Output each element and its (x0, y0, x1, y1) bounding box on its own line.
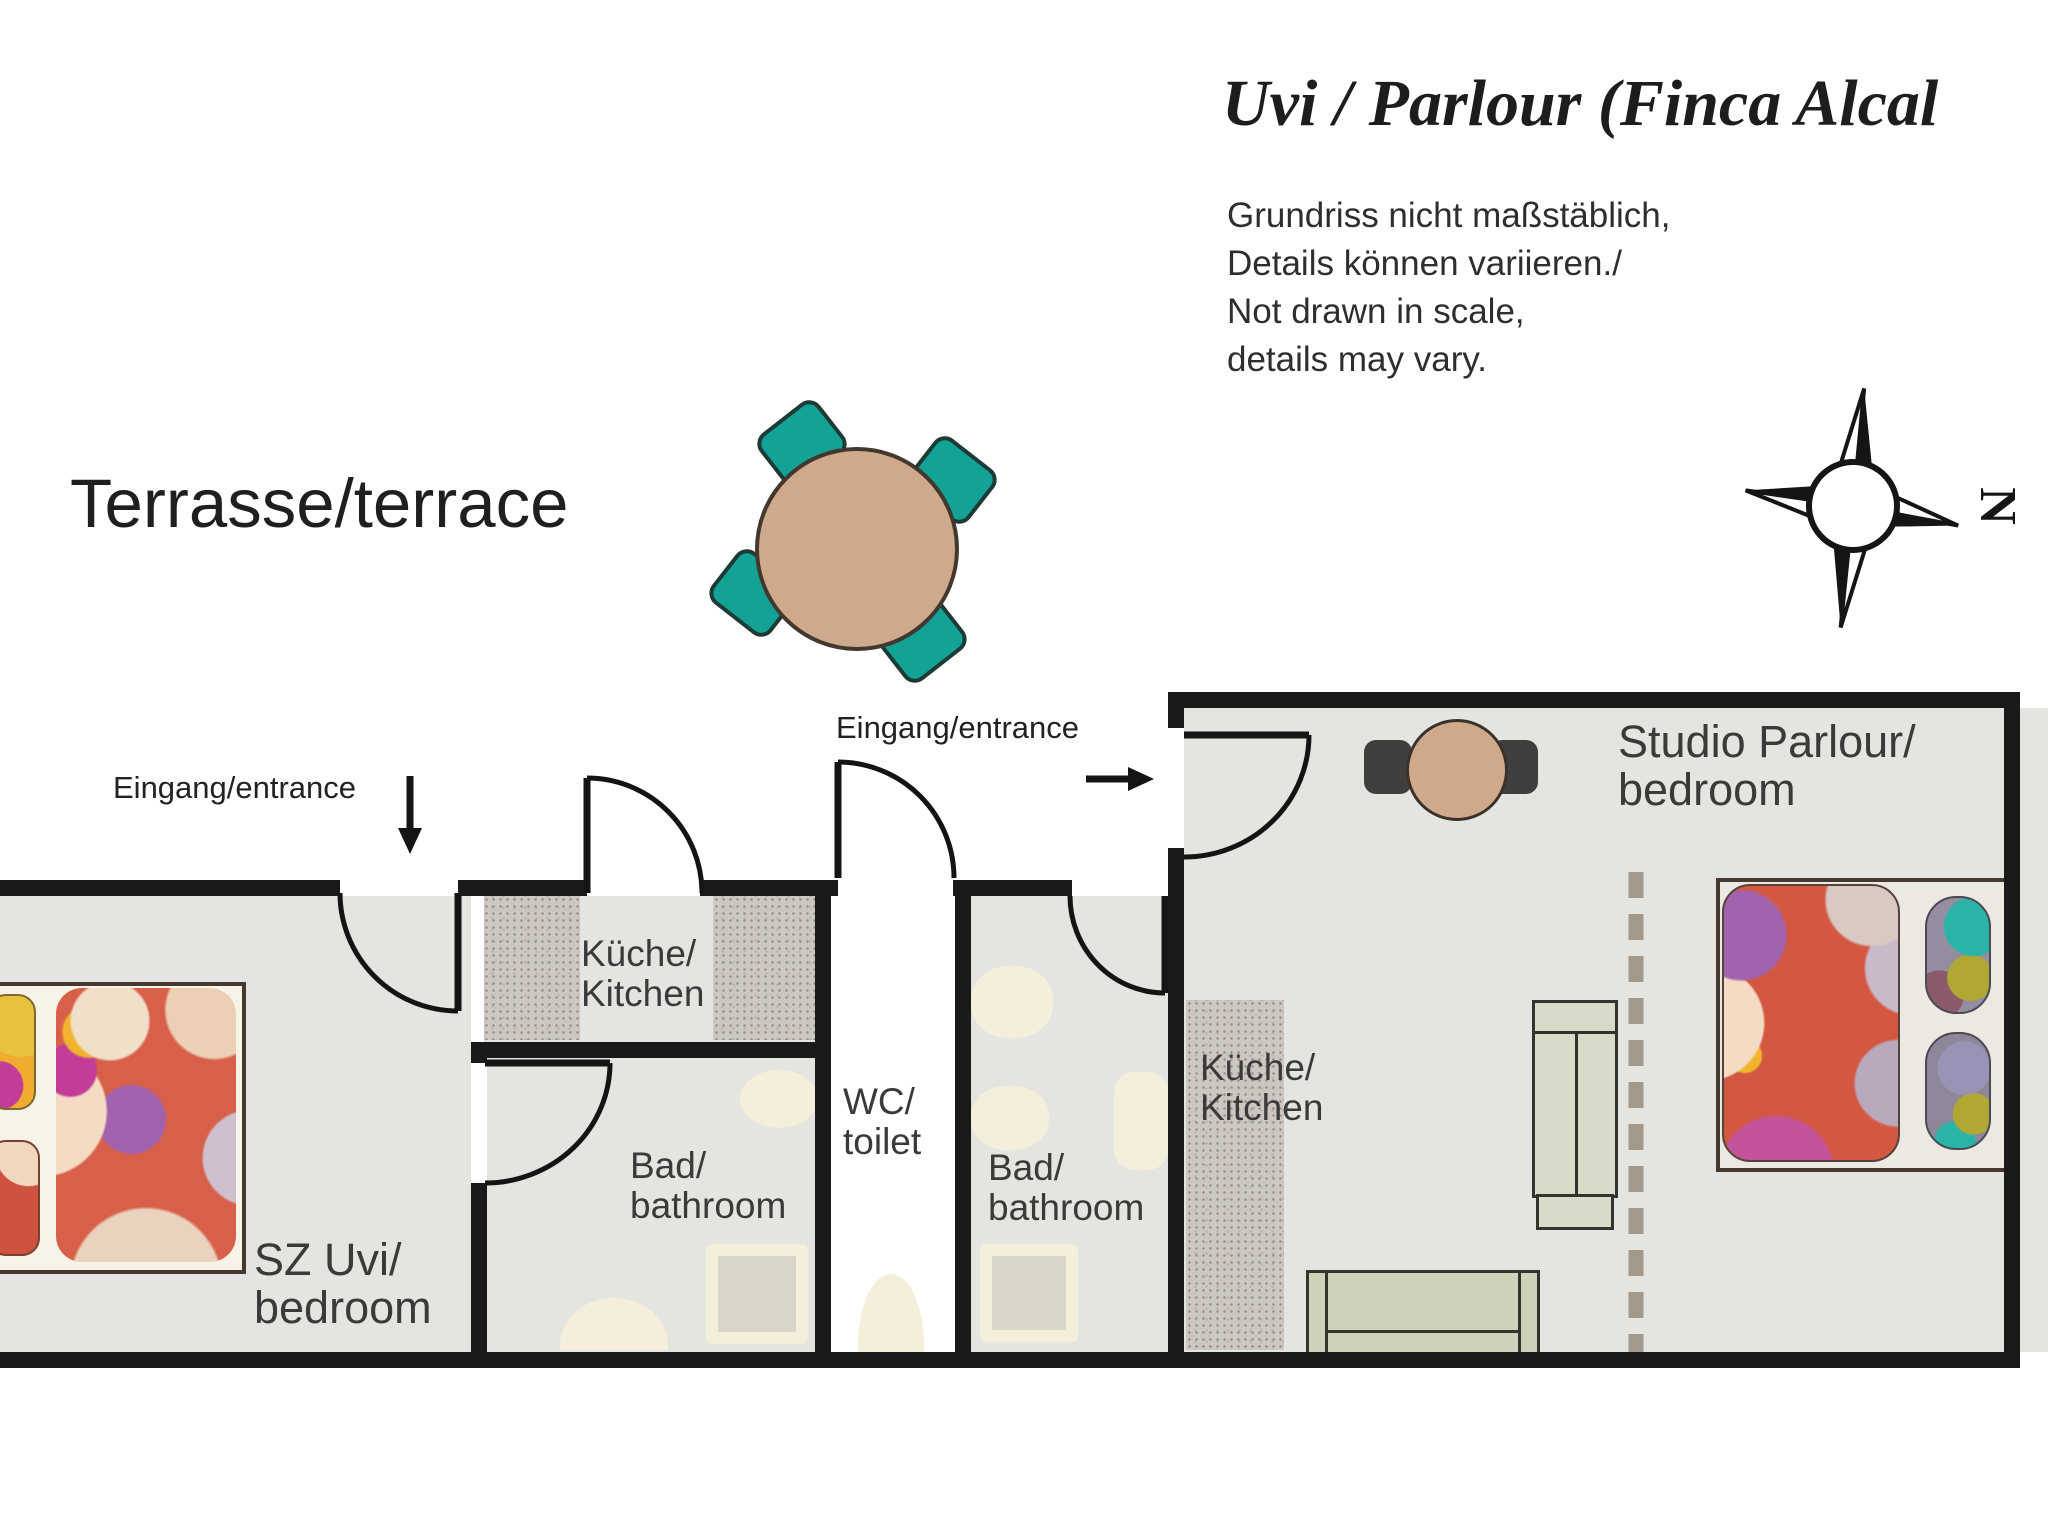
compass-north-label: N (1969, 487, 2026, 525)
wall (953, 880, 1072, 896)
sink (971, 966, 1053, 1038)
disclaimer-line: details may vary. (1227, 340, 1487, 379)
compass-rose: N (1744, 387, 2026, 629)
room-label-bathroom-right: Bad/ bathroom (988, 1148, 1144, 1228)
kitchen-left-counter (483, 896, 580, 1040)
studio-chair (1364, 740, 1412, 794)
room-label-line: Studio Parlour/ (1618, 716, 1916, 767)
wall (815, 896, 831, 1352)
room-label-kitchen-studio: Küche/ Kitchen (1200, 1048, 1323, 1128)
shower (980, 1244, 1078, 1342)
room-label-bathroom-left: Bad/ bathroom (630, 1146, 786, 1226)
room-label-line: Küche/ (581, 933, 697, 974)
wall (700, 880, 838, 896)
shower-tray (992, 1256, 1066, 1330)
door-swing-arc (837, 759, 957, 879)
east-floor-strip (2020, 708, 2048, 1352)
sofa (1306, 1270, 1540, 1360)
room-label-line: Bad/ (630, 1145, 707, 1186)
disclaimer-text: Grundriss nicht maßstäblich, Details kön… (1227, 192, 1670, 384)
sink (971, 1086, 1049, 1150)
bathroom-unit (1114, 1072, 1168, 1170)
room-label-line: bathroom (988, 1187, 1145, 1228)
kitchen-left-counter (713, 896, 815, 1040)
toilet (858, 1274, 924, 1352)
entrance-label-right: Eingang/entrance (836, 710, 1080, 745)
wall (1168, 848, 1184, 1352)
wall (1168, 692, 2020, 708)
sink (740, 1070, 818, 1128)
room-label-line: WC/ (843, 1081, 915, 1122)
room-label-line: Küche/ (1200, 1047, 1316, 1088)
kitchen-studio-counter (1186, 1000, 1284, 1350)
room-label-line: Kitchen (581, 973, 705, 1014)
bed-studio-pillow (1925, 896, 1991, 1014)
shower-tray (718, 1256, 796, 1332)
room-label-line: SZ Uvi/ (254, 1234, 402, 1285)
wall (471, 1042, 820, 1058)
disclaimer-line: Details können variieren./ (1227, 244, 1622, 283)
wall (1168, 692, 1184, 728)
entrance-arrow-right-head (1128, 767, 1154, 791)
entrance-arrow-down-head (398, 828, 422, 854)
room-label-line: bathroom (630, 1185, 787, 1226)
room-label-kitchen-left: Küche/ Kitchen (581, 934, 704, 1014)
wall-gap (471, 896, 484, 1042)
disclaimer-line: Grundriss nicht maßstäblich, (1227, 196, 1671, 235)
terrace-table (755, 447, 959, 651)
entrance-label-left: Eingang/entrance (113, 770, 357, 805)
room-label-bedroom-left: SZ Uvi/ bedroom (254, 1236, 432, 1332)
bed-studio-pillow (1925, 1032, 1991, 1150)
wall (0, 880, 340, 896)
wall (458, 880, 587, 896)
sofa-armrest (1325, 1273, 1328, 1357)
bed-left-pillow (0, 994, 36, 1110)
wall (955, 896, 971, 1352)
wardrobe-door-split (1575, 1031, 1578, 1195)
wardrobe (1532, 1000, 1618, 1198)
room-label-line: Bad/ (988, 1147, 1065, 1188)
disclaimer-line: Not drawn in scale, (1227, 292, 1525, 331)
sofa-backrest-line (1325, 1330, 1521, 1333)
room-label-line: toilet (843, 1121, 922, 1162)
terrace-label: Terrasse/terrace (70, 465, 569, 542)
room-label-line: Kitchen (1200, 1087, 1324, 1128)
door-swing-arc (586, 775, 705, 894)
wardrobe-base (1536, 1194, 1614, 1230)
page-title: Uvi / Parlour (Finca Alcal (1222, 67, 1939, 140)
shower (706, 1244, 808, 1344)
room-label-line: bedroom (1618, 764, 1796, 815)
wall (2004, 692, 2020, 1368)
wall (0, 1352, 2020, 1368)
bed-studio-duvet (1722, 884, 1900, 1162)
wall (471, 1183, 487, 1352)
studio-table (1406, 719, 1508, 821)
sofa-armrest (1518, 1273, 1521, 1357)
room-label-line: bedroom (254, 1282, 432, 1333)
bed-left-duvet (56, 988, 236, 1262)
bed-left-pillow (0, 1140, 40, 1256)
room-label-wc: WC/ toilet (843, 1082, 921, 1162)
compass-star (1744, 387, 1959, 629)
room-label-studio: Studio Parlour/ bedroom (1618, 718, 1916, 814)
